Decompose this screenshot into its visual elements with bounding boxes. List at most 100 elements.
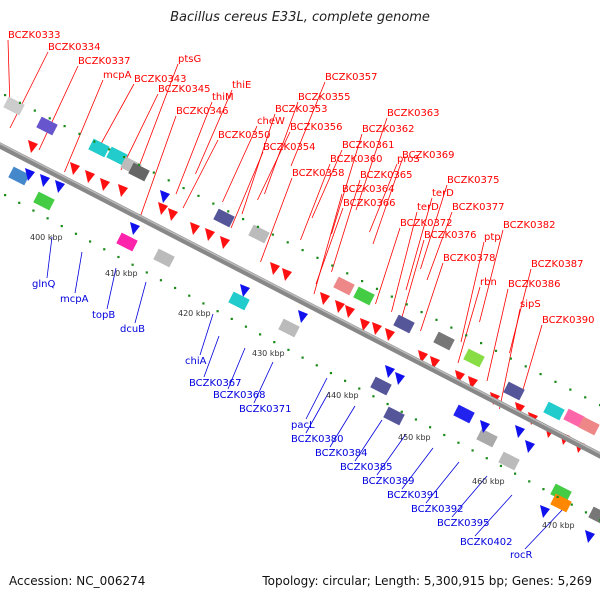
backbone-highlight [0,142,600,455]
tick-dot-reverse [386,402,389,406]
gene-box-forward [393,314,415,334]
gene-box-forward [578,416,600,436]
gene-box-reverse [228,291,250,311]
gene-arrow-reverse [385,365,395,378]
leader-line-forward [420,262,444,332]
gene-arrow-forward [220,236,230,249]
gene-label-reverse: pacL [291,420,315,431]
leader-line-forward [486,288,509,382]
gene-arrow-forward [360,318,370,331]
leader-line-forward [460,241,485,343]
gene-label-forward: BCZK0364 [342,184,395,195]
gene-label-forward: BCZK0376 [424,230,477,241]
gene-box-reverse [550,493,572,513]
gene-label-reverse: BCZK0384 [315,448,368,459]
tick-label: 410 kbp [105,269,138,278]
tick-dot-reverse [89,240,92,243]
gene-arrow-reverse [55,180,65,193]
gene-box-forward [248,224,270,244]
tick-dot-forward [584,396,587,399]
tick-dot-reverse [400,410,403,413]
tick-dot-reverse [117,255,120,259]
leader-line-reverse [354,419,383,462]
gene-label-forward: BCZK0361 [342,140,395,151]
gene-arrow-reverse [515,425,525,438]
gene-box-forward [333,276,355,296]
gene-label-forward: BCZK0346 [176,106,229,117]
leader-line-forward [355,117,388,211]
tick-dot-reverse [287,348,290,351]
leader-line-forward [315,207,344,285]
gene-label-reverse: BCZK0368 [213,390,266,401]
gene-arrow-forward [320,292,330,305]
gene-label-forward: BCZK0387 [531,259,584,270]
tick-dot-reverse [499,464,503,468]
gene-label-forward: BCZK0360 [330,154,383,165]
tick-dot-forward [301,249,304,252]
tick-dot-reverse [74,232,78,235]
tick-dot-reverse [485,457,488,460]
gene-box-reverse [370,376,392,396]
tick-dot-reverse [301,356,304,359]
tick-dot-reverse [230,317,233,321]
leader-line-forward [331,179,361,273]
gene-arrow-reverse [525,440,535,453]
leader-line-forward [7,39,11,109]
gene-label-forward: BCZK0386 [508,279,561,290]
tick-dot-forward [375,287,379,290]
backbone [0,142,600,459]
gene-label-forward: ptsG [178,54,201,65]
gene-arrow-reverse [298,310,308,323]
tick-dot-reverse [216,310,219,313]
gene-label-forward: BCZK0357 [325,72,378,83]
tick-dot-reverse [542,488,545,491]
gene-label-reverse: BCZK0371 [239,404,292,415]
gene-arrow-reverse [540,505,550,518]
tick-dot-forward [242,218,245,221]
tick-dot-forward [197,194,200,197]
tick-label: 400 kbp [30,233,63,242]
gene-label-forward: proS [397,154,420,165]
leader-line-forward [175,101,213,195]
gene-label-forward: BCZK0375 [447,175,500,186]
gene-label-forward: BCZK0372 [400,218,453,229]
gene-box-forward [36,116,58,136]
tick-dot-reverse [443,433,446,437]
tick-dot-forward [212,202,215,205]
tick-label: 460 kbp [472,477,505,486]
gene-label-reverse: BCZK0380 [291,434,344,445]
gene-box-reverse [278,318,300,338]
leader-line-forward [140,115,177,217]
gene-box-reverse [33,191,55,211]
leader-line-forward [230,151,264,229]
gene-label-forward: ptp [484,232,501,243]
leader-line-forward [264,101,299,195]
gene-label-reverse: chiA [185,356,207,367]
gene-label-reverse: BCZK0395 [437,518,490,529]
tick-dot-reverse [60,224,63,228]
gene-arrow-reverse [25,168,35,181]
tick-dot-reverse [414,418,418,421]
gene-arrow-reverse [480,420,490,433]
gene-box-forward [3,96,25,116]
gene-arrow-forward [205,228,215,241]
tick-dot-forward [33,109,36,112]
map-title: Bacillus cereus E33L, complete genome [170,10,430,25]
gene-label-forward: BCZK0390 [542,315,595,326]
gene-arrow-forward [282,268,292,281]
tick-dot-forward [256,225,260,228]
leader-line-forward [479,229,504,323]
tick-dot-forward [554,380,557,383]
leader-line-forward [139,63,179,165]
tick-dot-reverse [46,217,49,220]
tick-dot-forward [108,148,111,151]
gene-label-reverse: BCZK0391 [387,490,440,501]
tick-dot-reverse [584,511,588,514]
leader-line-reverse [401,447,434,490]
gene-label-forward: BCZK0366 [343,198,396,209]
gene-label-forward: BCZK0365 [360,170,413,181]
tick-label: 420 kbp [178,309,211,318]
gene-arrow-forward [270,262,280,275]
tick-dot-reverse [202,302,205,305]
